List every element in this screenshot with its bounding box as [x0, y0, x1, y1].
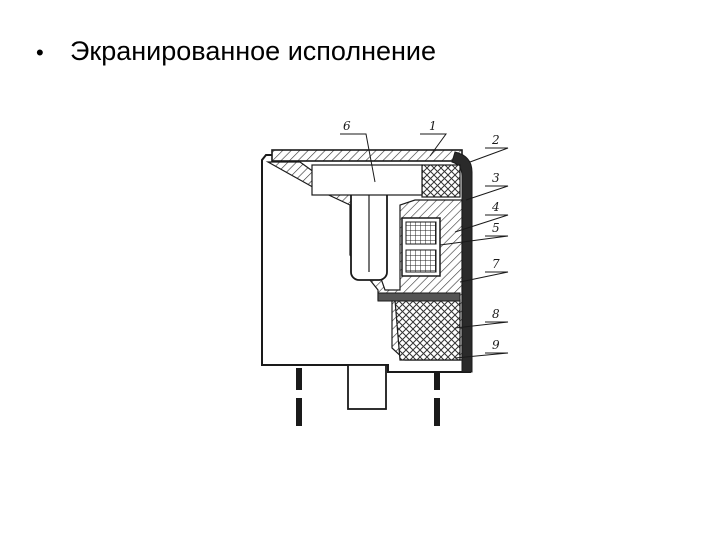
- callout-2: 2: [491, 133, 500, 147]
- slide-title: Экранированное исполнение: [70, 36, 437, 66]
- callout-9: 9: [492, 338, 500, 352]
- callout-7: 7: [492, 257, 500, 271]
- callout-4: 4: [491, 200, 500, 214]
- callout-leaders: [340, 133, 509, 359]
- callout-6: 6: [343, 119, 351, 133]
- callout-8: 8: [492, 307, 500, 321]
- callout-labels: 6 1 2 3 4 5 7 8 9: [343, 119, 500, 352]
- reed-contact-tube: [311, 164, 423, 281]
- slide-bullet-item: • Экранированное исполнение: [36, 36, 436, 67]
- callout-1: 1: [429, 119, 437, 133]
- bullet-glyph: •: [36, 40, 44, 65]
- callout-5: 5: [492, 221, 500, 235]
- callout-3: 3: [492, 171, 500, 185]
- relay-coil: [401, 217, 441, 277]
- terminal-pins: [296, 364, 440, 426]
